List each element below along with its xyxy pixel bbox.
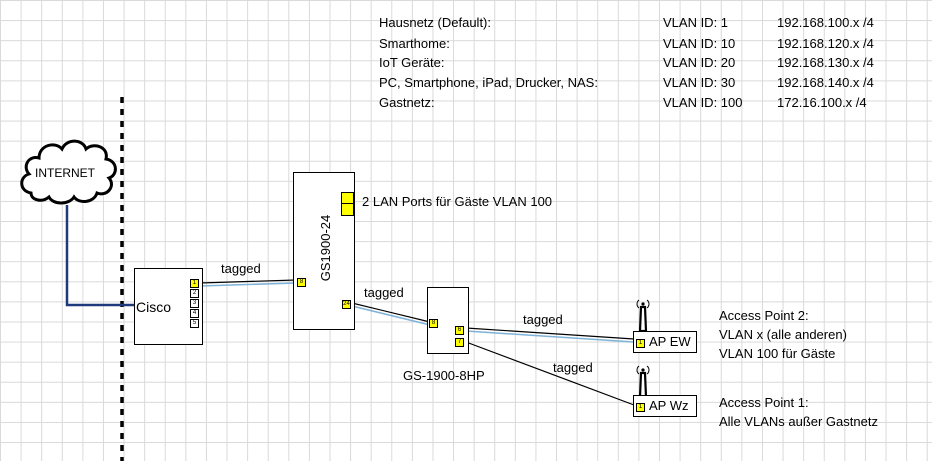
cisco-router[interactable]: Cisco 1 2 3 4 5 [134,268,203,345]
switch-gs1900-8hp[interactable]: 8 6 7 [427,287,469,354]
cisco-port-3[interactable]: 3 [190,299,199,308]
cloud-icon [20,139,117,205]
legend-subnet-1: 192.168.120.x /4 [777,36,874,51]
gs8-port-8[interactable]: 8 [429,319,438,328]
cable-gs8-apew-blue [465,330,635,343]
gs24-label-wrap: GS1900-24 [318,198,333,298]
cisco-port-4[interactable]: 4 [190,309,199,318]
gs24-guest-port-divider [342,203,353,204]
cable-cisco-gs24-blue [199,282,297,287]
legend-subnet-3: 192.168.140.x /4 [777,75,874,90]
cisco-port-5[interactable]: 5 [190,319,199,328]
ap-ew-note-2: VLAN x (alle anderen) [719,327,847,342]
legend-name-0: Hausnetz (Default): [379,15,491,30]
link-label-cisco-gs24: tagged [221,261,261,276]
switch-gs1900-24[interactable]: GS1900-24 8 24 [293,172,355,330]
legend-name-3: PC, Smartphone, iPad, Drucker, NAS: [379,75,598,90]
ap-ew-antenna-icon [636,297,650,333]
ap-wz[interactable]: 1 AP Wz [633,395,697,417]
gs8-label: GS-1900-8HP [403,368,485,383]
cable-gs8-apwz [465,341,635,406]
ap-ew-note-1: Access Point 2: [719,308,809,323]
legend-vlan-4: VLAN ID: 100 [663,95,743,110]
cable-gs8-apew-black [465,327,635,340]
wan-cable [65,205,134,307]
link-label-gs8-apwz: tagged [553,360,593,375]
ap-ew[interactable]: 1 AP EW [633,331,697,353]
legend-vlan-0: VLAN ID: 1 [663,15,729,30]
cable-gs24-gs8-blue [351,305,431,326]
cisco-label: Cisco [136,299,172,315]
cable-cisco-gs24-black [199,279,297,284]
internet-label: INTERNET [35,166,95,180]
legend-name-2: IoT Geräte: [379,55,445,70]
cisco-port-2[interactable]: 2 [190,289,199,298]
ap-ew-label: AP EW [649,334,691,349]
gs24-port-24[interactable]: 24 [342,300,351,309]
ap-wz-port-1[interactable]: 1 [636,403,645,412]
cisco-port-1[interactable]: 1 [190,279,199,288]
ap-wz-label: AP Wz [649,398,689,413]
legend-subnet-2: 192.168.130.x /4 [777,55,874,70]
ap-wz-note-1: Access Point 1: [719,395,809,410]
legend-subnet-0: 192.168.100.x /4 [777,15,874,30]
legend-subnet-4: 172.16.100.x /4 [777,95,867,110]
ap-wz-antenna-icon [636,363,650,399]
gs24-guest-ports[interactable] [341,192,354,216]
cable-gs24-gs8-black [351,302,431,323]
ap-wz-note-2: Alle VLANs außer Gastnetz [719,414,878,429]
ap-ew-note-3: VLAN 100 für Gäste [719,346,836,361]
gs8-port-7[interactable]: 7 [455,338,464,347]
legend-name-4: Gastnetz: [379,95,435,110]
gs24-guest-note: 2 LAN Ports für Gäste VLAN 100 [362,194,553,209]
legend-vlan-3: VLAN ID: 30 [663,75,736,90]
gs24-port-8[interactable]: 8 [297,278,306,287]
gs8-port-6[interactable]: 6 [455,326,464,335]
legend-vlan-1: VLAN ID: 10 [663,36,736,51]
ap-ew-port-1[interactable]: 1 [636,339,645,348]
gs24-label: GS1900-24 [318,214,333,282]
link-label-gs24-gs8: tagged [364,285,404,300]
internet-cloud: INTERNET [17,133,120,208]
legend-vlan-2: VLAN ID: 20 [663,55,736,70]
link-label-gs8-apew: tagged [523,312,563,327]
legend-name-1: Smarthome: [379,36,450,51]
